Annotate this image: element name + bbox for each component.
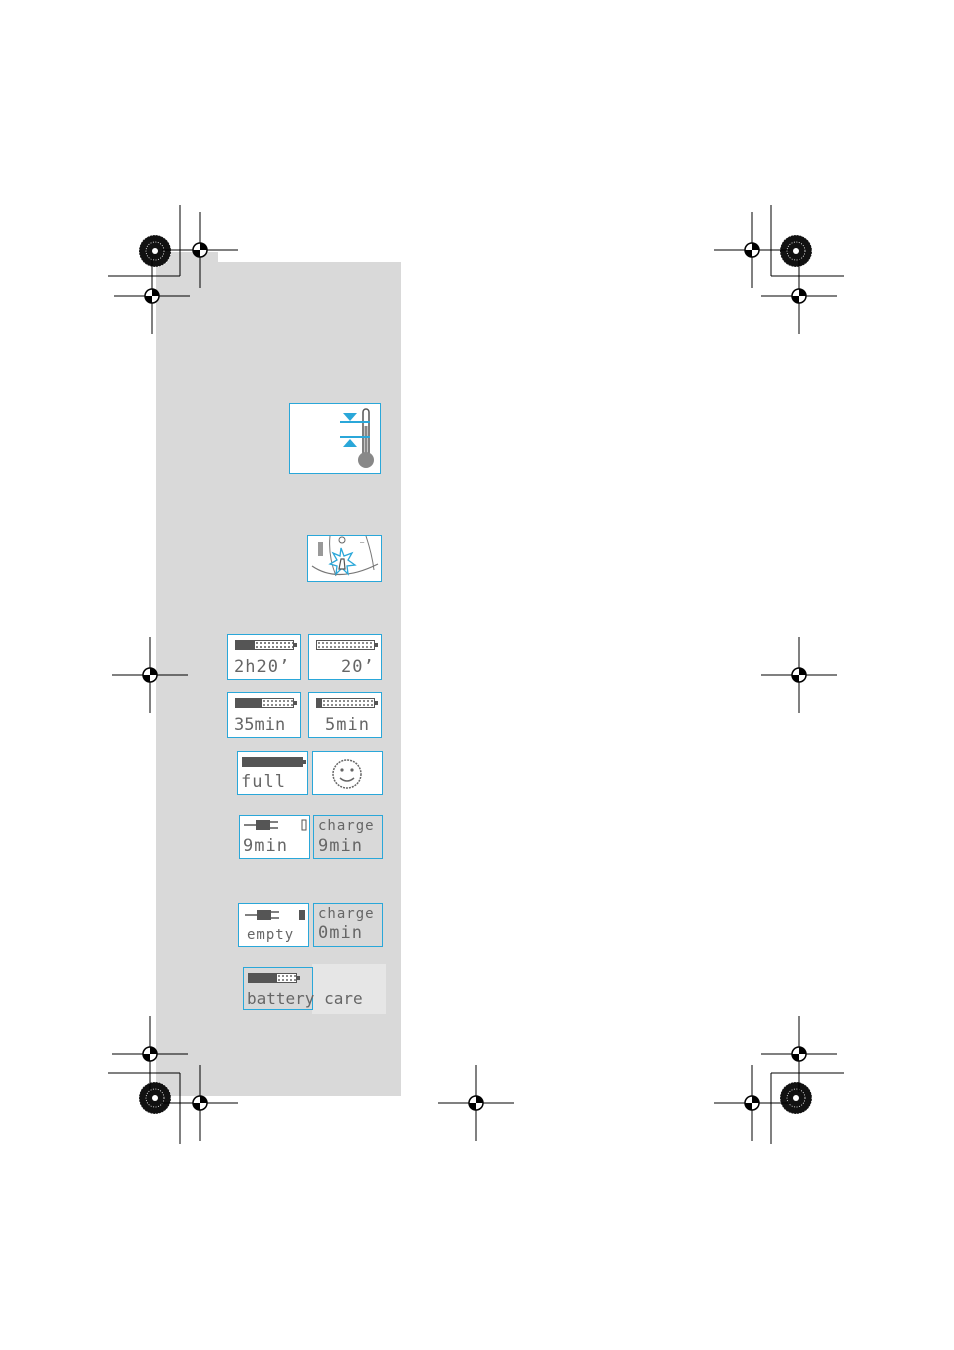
print-registration-marks <box>0 0 954 1350</box>
